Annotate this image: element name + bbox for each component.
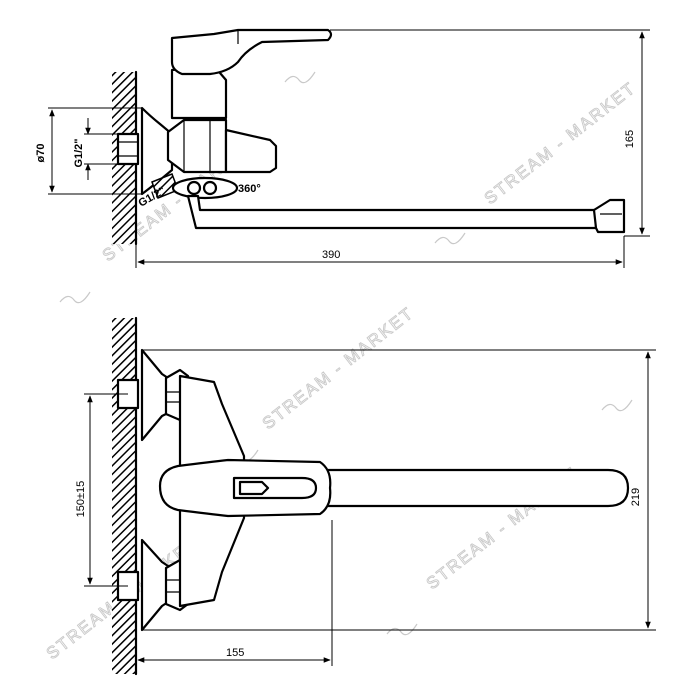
watermark-3: STREAM - MARKET xyxy=(258,303,418,434)
diverter-cone[interactable] xyxy=(224,128,278,174)
thread-top-label: G1/2" xyxy=(73,138,85,167)
wall-hatch xyxy=(112,318,136,674)
eccentric-pipe xyxy=(116,132,140,166)
top-view: 150±15 219 155 xyxy=(75,316,656,676)
lever-insert xyxy=(238,480,270,496)
swivel-bolt xyxy=(186,180,202,196)
bird-swoosh-icon xyxy=(386,623,418,636)
rotation-label: 360° xyxy=(238,183,261,195)
spout xyxy=(234,468,630,508)
bird-swoosh-icon xyxy=(601,399,633,412)
decorative-flange xyxy=(140,106,174,196)
side-view: 165 390 ø70 G1/2" G1/2" 360° xyxy=(35,28,650,268)
bird-swoosh-icon xyxy=(284,71,316,84)
dim-offset-label: 155 xyxy=(226,647,244,659)
bird-swoosh-icon xyxy=(434,232,466,245)
watermark-text: STREAM - MARKET xyxy=(481,78,640,208)
dim-length-label: 390 xyxy=(322,249,340,261)
lever-handle[interactable] xyxy=(170,28,333,76)
dim-diameter-label: ø70 xyxy=(35,144,47,163)
dim-width-label: 219 xyxy=(630,488,642,506)
swivel-bolt xyxy=(202,180,218,196)
watermark-text: STREAM - MARKET xyxy=(259,303,418,433)
spout xyxy=(186,194,598,230)
bird-swoosh-icon xyxy=(59,291,91,304)
watermark-1: STREAM - MARKET xyxy=(480,78,640,209)
aerator-tip xyxy=(592,198,626,234)
union-nut xyxy=(166,118,228,174)
dim-spacing-label: 150±15 xyxy=(75,481,87,518)
dim-height-label: 165 xyxy=(624,130,636,148)
